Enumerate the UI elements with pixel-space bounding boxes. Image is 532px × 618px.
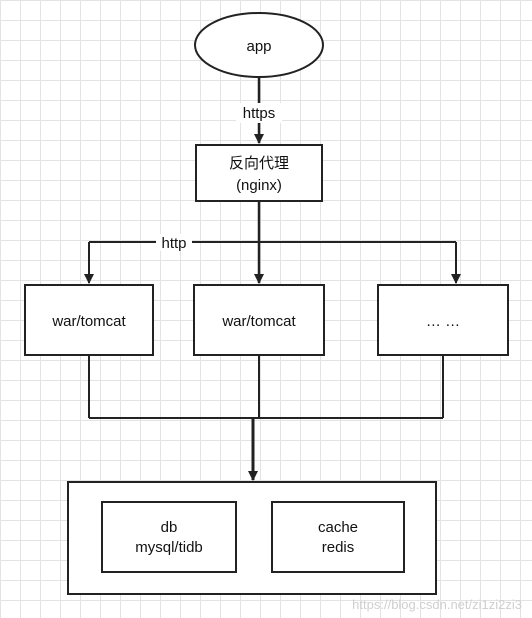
- tomcat-node-2: [193, 284, 325, 356]
- http-edge-label: http: [161, 235, 186, 252]
- more-nodes-label: … …: [426, 313, 460, 330]
- tomcat-node-2-label: war/tomcat: [221, 313, 296, 330]
- db-label: db: [161, 519, 178, 536]
- reverse-proxy-label: 反向代理: [229, 154, 289, 172]
- cache-label: cache: [318, 519, 358, 536]
- watermark-text: https://blog.csdn.net/zi1zi2zi3: [352, 597, 522, 612]
- cache-node: [271, 501, 405, 573]
- https-edge-label: https: [243, 105, 276, 122]
- more-nodes: [377, 284, 509, 356]
- reverse-proxy-sublabel: (nginx): [236, 177, 282, 194]
- db-node: [101, 501, 237, 573]
- db-sublabel: mysql/tidb: [135, 539, 203, 556]
- tomcat-node-1: [24, 284, 154, 356]
- cache-sublabel: redis: [322, 539, 355, 556]
- app-label: app: [246, 38, 271, 55]
- tomcat-node-1-label: war/tomcat: [51, 313, 126, 330]
